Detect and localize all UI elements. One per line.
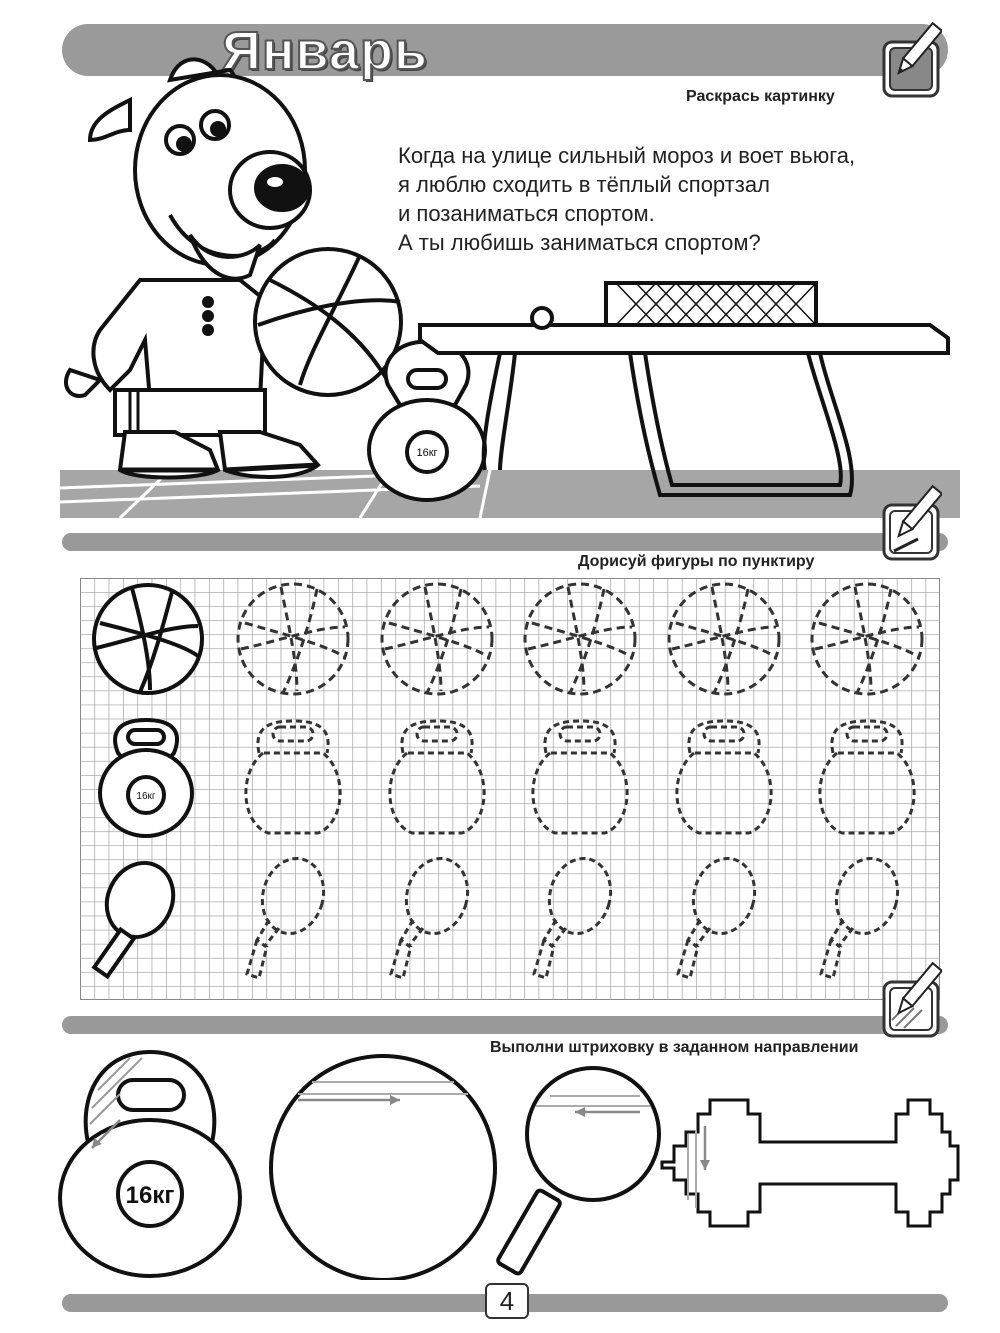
grid-background <box>80 578 940 1000</box>
dog-character <box>64 57 321 480</box>
hatch-kettlebell <box>58 1049 242 1278</box>
basketball <box>253 247 403 397</box>
direction-arrowhead <box>700 1160 710 1170</box>
tracing-grid: 16кг <box>80 578 940 1000</box>
story-text: Когда на улице сильный мороз и воет вьюг… <box>398 141 855 257</box>
sample-kettlebell <box>98 717 194 838</box>
hatch-dumbbell <box>660 1098 960 1228</box>
story-line: Когда на улице сильный мороз и воет вьюг… <box>398 143 856 168</box>
pencil-icon <box>882 484 942 561</box>
sample-racket <box>91 861 176 980</box>
dashed-basketballs <box>236 582 924 696</box>
page-number: 4 <box>485 1283 529 1319</box>
instruction-hatch: Выполни штриховку в заданном направлении <box>490 1039 859 1056</box>
ping-pong-table <box>418 281 950 497</box>
hatch-lines <box>89 1057 143 1125</box>
hatch-racket <box>496 1066 661 1276</box>
story-line: А ты любишь заниматься спортом? <box>398 230 761 255</box>
sample-basketball <box>92 583 204 695</box>
floor <box>60 470 960 518</box>
hatch-kettlebell-label: 16кг <box>126 1182 175 1209</box>
kettlebell-label: 16кг <box>416 447 437 459</box>
dashed-kettlebells <box>244 719 916 835</box>
page-title: Январь <box>221 20 429 82</box>
direction-arrowhead <box>92 1138 102 1148</box>
pencil-icon <box>882 21 942 98</box>
kettlebell <box>367 339 487 502</box>
direction-arrowhead <box>390 1095 400 1105</box>
instruction-color: Раскрась картинку <box>686 88 835 105</box>
story-line: я люблю сходить в тёплый спортзал <box>398 172 770 197</box>
instruction-trace: Дорисуй фигуры по пунктиру <box>578 553 815 570</box>
pencil-icon <box>882 961 942 1038</box>
divider <box>62 533 948 551</box>
story-line: и позаниматься спортом. <box>398 201 655 226</box>
coloring-illustration: 16кг <box>60 57 960 520</box>
sample-kettlebell-label: 16кг <box>136 791 155 802</box>
dashed-rackets <box>245 856 900 980</box>
divider <box>62 1016 948 1034</box>
hatch-ball <box>269 1054 497 1280</box>
hatching-shapes: 16кг <box>58 1049 960 1280</box>
direction-arrowhead <box>575 1107 585 1117</box>
